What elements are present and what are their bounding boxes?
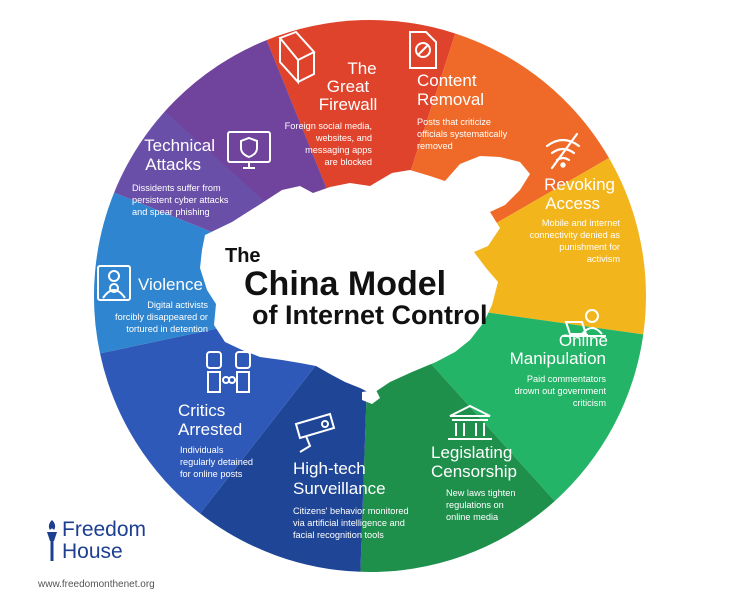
critics-arrested-desc-2: regularly detained bbox=[180, 457, 253, 467]
target-person-icon bbox=[97, 265, 131, 301]
handcuffed-fists-icon bbox=[206, 351, 251, 393]
great-firewall-desc-2: websites, and bbox=[315, 133, 372, 143]
great-firewall-title-2: Great bbox=[327, 77, 370, 96]
critics-arrested-title-2: Arrested bbox=[178, 420, 242, 439]
brand-url-link[interactable]: www.freedomonthenet.org bbox=[38, 579, 155, 590]
surveillance-title-2: Surveillance bbox=[293, 479, 386, 498]
revoking-access-desc-3: punishment for bbox=[559, 242, 620, 252]
technical-attacks-title-1: Technical bbox=[144, 136, 215, 155]
legislating-censorship-desc-2: regulations on bbox=[446, 500, 504, 510]
torch-icon bbox=[47, 520, 57, 561]
technical-attacks-title-2: Attacks bbox=[145, 155, 201, 174]
surveillance-title-1: High-tech bbox=[293, 459, 366, 478]
segment-online-manipulation: Online Manipulation Paid commentators dr… bbox=[510, 309, 608, 408]
segment-content-removal: Content Removal Posts that criticize off… bbox=[409, 31, 508, 151]
great-firewall-desc-4: are blocked bbox=[325, 157, 373, 167]
person-laptop-icon bbox=[562, 309, 606, 337]
title-line-the: The bbox=[225, 245, 261, 267]
cctv-camera-icon bbox=[294, 412, 336, 453]
critics-arrested-desc-3: for online posts bbox=[180, 469, 243, 479]
violence-desc-3: tortured in detention bbox=[126, 324, 208, 334]
revoking-access-title-1: Revoking bbox=[544, 175, 615, 194]
online-manipulation-desc-3: criticism bbox=[573, 398, 607, 408]
segment-violence: Violence Digital activists forcibly disa… bbox=[97, 265, 208, 334]
content-removal-desc-1: Posts that criticize bbox=[417, 117, 491, 127]
revoking-access-desc-2: connectivity denied as bbox=[530, 230, 621, 240]
content-removal-title-1: Content bbox=[417, 71, 477, 90]
technical-attacks-desc-1: Dissidents suffer from bbox=[132, 183, 221, 193]
technical-attacks-desc-3: and spear phishing bbox=[132, 207, 210, 217]
violence-desc-2: forcibly disappeared or bbox=[115, 312, 208, 322]
segment-surveillance: High-tech Surveillance Citizens' behavio… bbox=[293, 412, 409, 540]
surveillance-desc-2: via artificial intelligence and bbox=[293, 518, 405, 528]
monitor-shield-icon bbox=[227, 131, 271, 169]
segment-critics-arrested: Critics Arrested Individuals regularly d… bbox=[178, 351, 253, 479]
violence-desc-1: Digital activists bbox=[147, 300, 208, 310]
content-removal-title-2: Removal bbox=[417, 90, 484, 109]
great-firewall-title-1: The bbox=[347, 59, 376, 78]
online-manipulation-title-2: Manipulation bbox=[510, 349, 606, 368]
title-line-china-model: China Model bbox=[244, 265, 446, 303]
segment-legislating-censorship: Legislating Censorship New laws tighten … bbox=[431, 404, 517, 522]
revoking-access-desc-4: activism bbox=[587, 254, 621, 264]
revoking-access-title-2: Access bbox=[545, 194, 600, 213]
wedge-great-firewall bbox=[266, 19, 456, 297]
legislating-censorship-title-2: Censorship bbox=[431, 462, 517, 481]
segment-great-firewall: The Great Firewall Foreign social media,… bbox=[278, 30, 378, 167]
document-blocked-icon bbox=[409, 31, 437, 69]
china-map-silhouette bbox=[200, 156, 530, 394]
great-firewall-title-3: Firewall bbox=[319, 95, 378, 114]
brand-name-line-1: Freedom bbox=[62, 518, 147, 541]
great-firewall-desc-3: messaging apps bbox=[305, 145, 372, 155]
online-manipulation-desc-1: Paid commentators bbox=[527, 374, 607, 384]
title-line-internet-control: of Internet Control bbox=[252, 300, 487, 330]
firewall-brick-icon bbox=[278, 30, 316, 85]
surveillance-desc-3: facial recognition tools bbox=[293, 530, 384, 540]
content-removal-desc-2: officials systematically bbox=[417, 129, 508, 139]
critics-arrested-title-1: Critics bbox=[178, 401, 225, 420]
revoking-access-desc-1: Mobile and internet bbox=[542, 218, 621, 228]
segment-revoking-access: Revoking Access Mobile and internet conn… bbox=[530, 132, 621, 264]
legislating-censorship-desc-1: New laws tighten bbox=[446, 488, 515, 498]
legislating-censorship-title-1: Legislating bbox=[431, 443, 512, 462]
great-firewall-desc-1: Foreign social media, bbox=[285, 121, 372, 131]
technical-attacks-desc-2: persistent cyber attacks bbox=[132, 195, 229, 205]
wifi-off-icon bbox=[545, 132, 581, 170]
online-manipulation-desc-2: drown out government bbox=[515, 386, 607, 396]
surveillance-desc-1: Citizens' behavior monitored bbox=[293, 506, 409, 516]
brand-name-line-2: House bbox=[62, 540, 123, 563]
legislating-censorship-desc-3: online media bbox=[446, 512, 499, 522]
segment-technical-attacks: Technical Attacks Dissidents suffer from… bbox=[132, 131, 271, 217]
critics-arrested-desc-1: Individuals bbox=[180, 445, 224, 455]
violence-title: Violence bbox=[138, 275, 203, 294]
government-building-icon bbox=[448, 404, 492, 440]
hainan-island bbox=[362, 390, 380, 404]
content-removal-desc-3: removed bbox=[417, 141, 453, 151]
